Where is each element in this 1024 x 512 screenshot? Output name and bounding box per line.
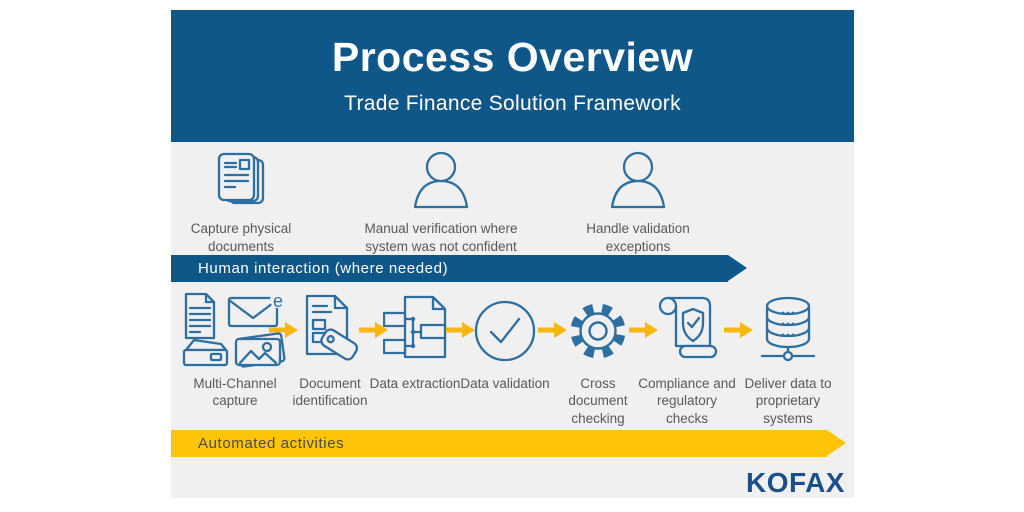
flow-arrow-icon	[724, 322, 753, 338]
scroll-shield-icon	[636, 292, 738, 368]
gear-icon	[552, 292, 644, 368]
flow-arrow-icon	[538, 322, 567, 338]
banner-arrow-tip	[827, 430, 846, 456]
step-label: Deliver data to proprietary systems	[744, 376, 832, 426]
human-interaction-banner: Human interaction (where needed)	[171, 255, 747, 282]
person-icon	[355, 150, 527, 212]
diagram-body: Capture physical documents Manual verifi…	[171, 142, 854, 498]
human-item-label: Capture physical documents	[190, 221, 292, 254]
database-icon	[735, 292, 841, 368]
step-label: Data validation	[460, 376, 550, 391]
step-label: Cross document checking	[568, 376, 628, 426]
banner-arrow-tip	[728, 255, 747, 281]
human-item-label: Handle validation exceptions	[586, 221, 690, 254]
flow-arrow-icon	[359, 322, 388, 338]
kofax-logo: KOFAX	[746, 467, 845, 498]
step-label: Multi-Channel capture	[193, 376, 277, 409]
human-item-manual-verification: Manual verification where system was not…	[355, 150, 527, 255]
step-data-validation: Data validation	[459, 292, 551, 392]
human-item-capture-documents: Capture physical documents	[176, 150, 306, 255]
svg-text:e: e	[273, 292, 283, 311]
slide: Process Overview Trade Finance Solution …	[171, 10, 854, 498]
check-circle-icon	[459, 292, 551, 368]
flow-arrow-icon	[446, 322, 475, 338]
step-document-identification: Document identification	[283, 292, 377, 410]
step-label: Data extraction	[369, 376, 461, 391]
header-banner: Process Overview Trade Finance Solution …	[171, 10, 854, 142]
human-item-handle-exceptions: Handle validation exceptions	[562, 150, 714, 255]
person-icon	[562, 150, 714, 212]
step-compliance-checks: Compliance and regulatory checks	[636, 292, 738, 427]
step-data-extraction: Data extraction	[369, 292, 461, 392]
step-cross-document-checking: Cross document checking	[552, 292, 644, 427]
human-item-label: Manual verification where system was not…	[364, 221, 518, 254]
document-tag-icon	[283, 292, 377, 368]
flow-arrow-icon	[629, 322, 658, 338]
flow-arrow-icon	[269, 322, 298, 338]
automated-activities-banner-label: Automated activities	[198, 435, 345, 452]
step-label: Document identification	[292, 376, 368, 409]
step-label: Compliance and regulatory checks	[638, 376, 736, 426]
multi-channel-capture-icon: e	[175, 292, 295, 368]
human-interaction-banner-label: Human interaction (where needed)	[198, 260, 449, 277]
data-extraction-icon	[369, 292, 461, 368]
step-deliver-data: Deliver data to proprietary systems	[735, 292, 841, 427]
page-title: Process Overview	[331, 34, 694, 80]
automated-activities-banner: Automated activities	[171, 430, 846, 457]
documents-stack-icon	[176, 150, 306, 212]
step-multi-channel-capture: e Multi-Channel capture	[175, 292, 295, 410]
page-subtitle: Trade Finance Solution Framework	[344, 92, 681, 115]
